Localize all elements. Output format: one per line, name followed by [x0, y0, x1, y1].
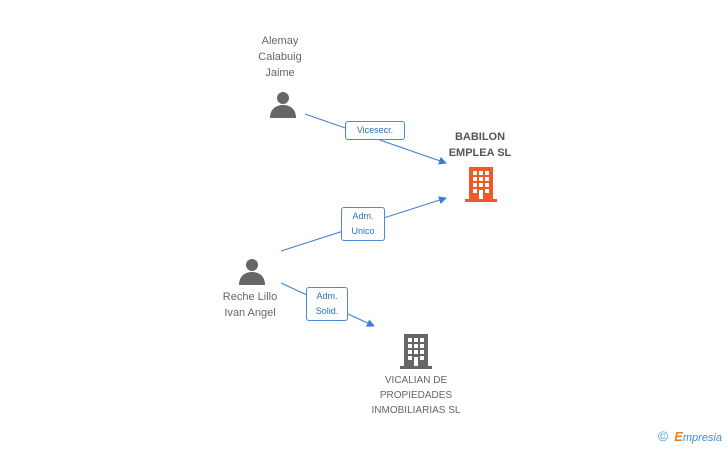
edge-label-adm-solid: Adm. Solid.	[306, 287, 348, 321]
building-icon[interactable]	[465, 166, 497, 202]
building-icon[interactable]	[400, 333, 432, 369]
brand-initial: E	[674, 428, 683, 444]
edge-label-vicesecr: Vicesecr.	[345, 121, 405, 140]
copyright-icon: ©	[657, 428, 669, 444]
person-icon[interactable]	[268, 89, 298, 119]
person-icon[interactable]	[237, 256, 267, 286]
footer-brand: © Empresia	[658, 428, 722, 444]
edge-label-adm-unico: Adm. Unico	[341, 207, 385, 241]
node-label-babilon[interactable]: BABILON EMPLEA SL	[448, 131, 512, 159]
brand-name: mpresia	[682, 431, 722, 444]
node-label-alemay[interactable]: Alemay Calabuig Jaime	[258, 35, 302, 79]
brand-logo: Empresia	[674, 429, 722, 444]
node-label-vicalian[interactable]: VICALIAN DE PROPIEDADES INMOBILIARIAS SL	[371, 375, 461, 416]
node-label-reche[interactable]: Reche Lillo Ivan Angel	[222, 291, 278, 319]
